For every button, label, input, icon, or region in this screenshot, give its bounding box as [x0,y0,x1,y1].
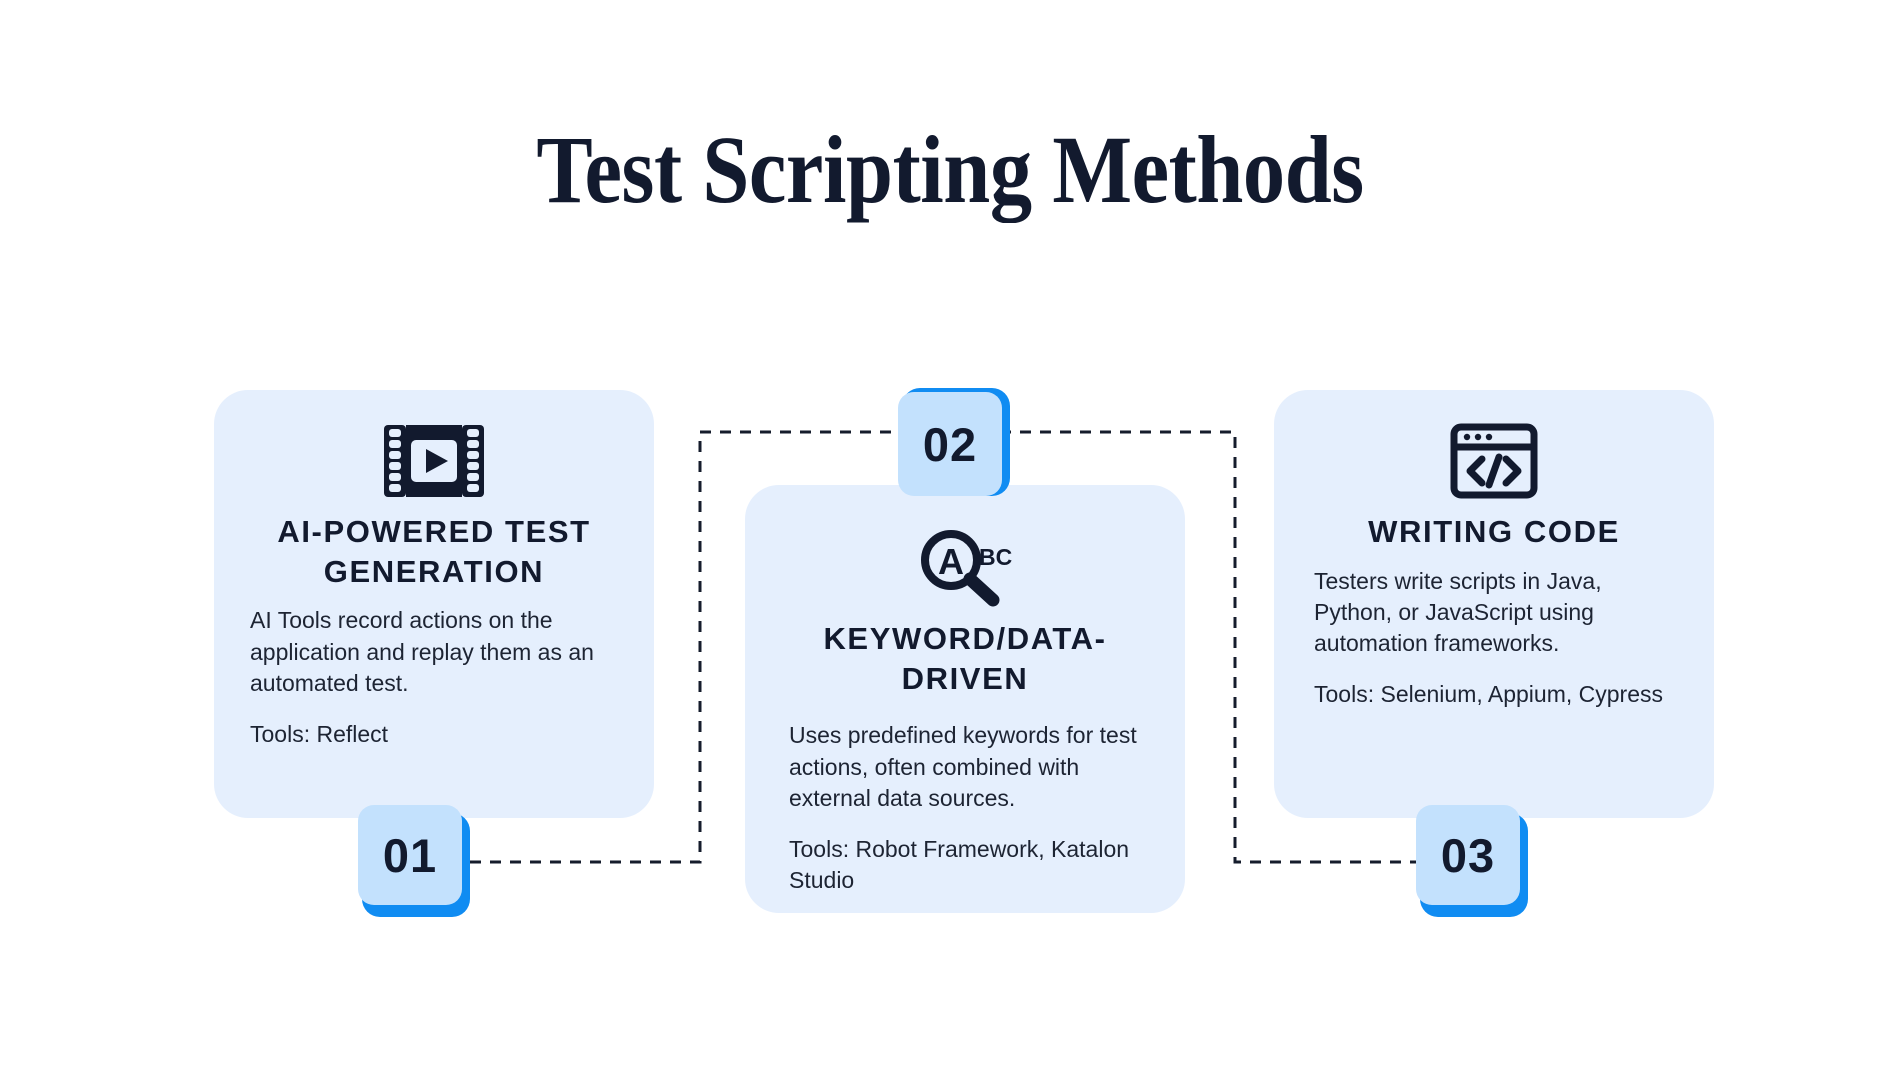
card-body-text: AI Tools record actions on the applicati… [250,607,594,696]
badge-face: 01 [358,805,462,905]
card-tools-text: Tools: Selenium, Appium, Cypress [1314,681,1663,708]
card-keyword-data-driven[interactable]: A BC KEYWORD/DATA-DRIVEN Uses predefined… [745,485,1185,913]
svg-text:BC: BC [979,544,1012,570]
step-badge-01[interactable]: 01 [358,805,470,917]
code-window-icon [1314,423,1674,499]
svg-text:A: A [938,541,964,582]
page-title: Test Scripting Methods [536,116,1364,223]
card-tools-text: Tools: Robot Framework, Katalon Studio [789,836,1130,894]
magnifier-abc-icon: A BC [789,530,1141,607]
film-strip-play-icon [250,424,618,498]
step-badge-02[interactable]: 02 [898,388,1010,500]
badge-face: 02 [898,392,1002,496]
card-ai-powered-test-generation[interactable]: AI-POWERED TEST GENERATION AI Tools reco… [214,390,654,818]
badge-number: 02 [922,417,978,471]
card-writing-code[interactable]: WRITING CODE Testers write scripts in Ja… [1274,390,1714,818]
card-tools-text: Tools: Reflect [250,721,389,748]
card-heading: KEYWORD/DATA-DRIVEN [823,621,1107,696]
badge-number: 01 [382,828,438,882]
card-heading: AI-POWERED TEST GENERATION [277,514,591,589]
card-heading: WRITING CODE [1368,514,1620,549]
step-badge-03[interactable]: 03 [1416,805,1528,917]
badge-face: 03 [1416,805,1520,905]
card-body-text: Testers write scripts in Java, Python, o… [1314,567,1602,657]
badge-number: 03 [1440,828,1496,882]
card-body-text: Uses predefined keywords for test action… [789,722,1137,811]
